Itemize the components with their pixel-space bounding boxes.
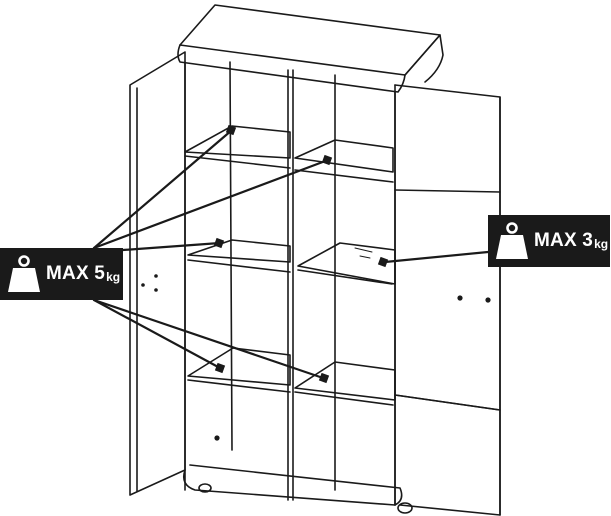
hinge-dots xyxy=(141,274,158,292)
max-weight-label: MAX 5 xyxy=(46,263,106,284)
cabinet-top xyxy=(177,4,444,93)
right-door xyxy=(394,84,501,516)
max-weight-unit: kg xyxy=(106,270,121,284)
shelves xyxy=(184,125,396,406)
max-weight-unit: kg xyxy=(594,237,609,251)
max-weight-label: MAX 3 xyxy=(534,230,594,251)
left-door xyxy=(129,51,186,496)
leader-endpoints-left xyxy=(213,124,333,384)
leader-endpoints-right xyxy=(377,256,389,268)
glass-shelf xyxy=(354,247,373,259)
leader-lines-right xyxy=(383,250,490,264)
weight-icon xyxy=(496,222,528,259)
weight-icon xyxy=(8,255,40,292)
cabinet-body xyxy=(182,61,413,514)
leader-lines-left xyxy=(92,128,330,381)
